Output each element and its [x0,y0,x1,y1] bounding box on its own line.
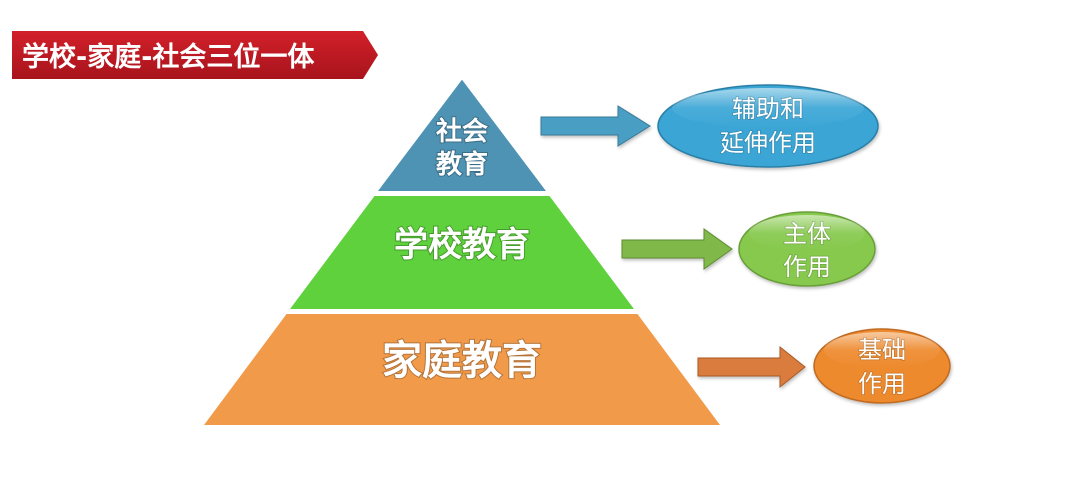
tier-middle-shape [286,194,638,311]
role-bottom-line1: 基础 [858,336,906,364]
tier-middle-label: 学校教育 [394,225,530,265]
role-bottom-line2: 作用 [858,370,906,398]
pyramid: 社会 教育 学校教育 家庭教育 [200,76,724,427]
role-top: 辅助和 延伸作用 [657,84,879,168]
role-bottom: 基础 作用 [813,328,951,404]
title-banner: 学校-家庭-社会三位一体 [12,31,378,79]
arrows [540,105,806,389]
role-ellipses: 辅助和 延伸作用 主体 作用 基础 作用 [657,84,951,404]
title-banner-shape [12,31,378,79]
tier-top-label-line2: 教育 [436,149,488,180]
arrow-top [540,105,651,147]
tier-top-label-line1: 社会 [436,116,488,147]
arrow-bottom [697,345,806,389]
role-top-gloss [672,88,864,128]
role-bottom-gloss [824,332,940,368]
arrow-middle [621,228,733,270]
role-middle-gloss [749,215,865,251]
role-middle: 主体 作用 [738,211,876,287]
tier-bottom-shape [200,312,724,427]
tier-top-shape [373,76,551,193]
page-title: 学校-家庭-社会三位一体 [22,41,315,73]
tier-bottom-label: 家庭教育 [382,338,542,384]
role-top-line2: 延伸作用 [720,129,816,157]
role-top-line1: 辅助和 [732,95,804,123]
role-middle-line2: 作用 [783,253,831,281]
role-middle-line1: 主体 [783,220,831,248]
